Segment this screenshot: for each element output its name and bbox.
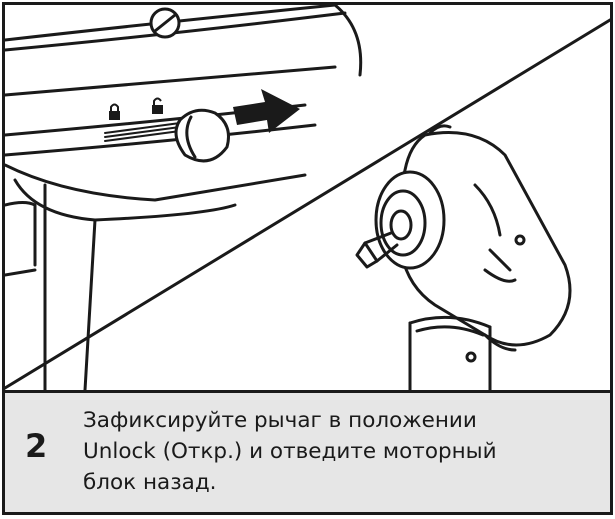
lever-knob [174, 108, 230, 163]
mixer-column [408, 315, 492, 390]
step-text-line: блок назад. [83, 470, 217, 495]
inset-divider [5, 18, 610, 390]
instruction-illustration [5, 5, 610, 390]
step-text-line: Зафиксируйте рычаг в положении [83, 408, 477, 433]
arrow-right-icon [233, 89, 300, 133]
step-text-line: Unlock (Откр.) и отведите моторный [83, 439, 497, 464]
lock-open-icon [152, 97, 163, 114]
motor-head [355, 124, 572, 352]
step-instruction-text: Зафиксируйте рычаг в положении Unlock (О… [83, 405, 593, 498]
instruction-caption: 2 Зафиксируйте рычаг в положении Unlock … [5, 390, 610, 512]
lever-slot [104, 122, 181, 142]
step-number: 2 [25, 427, 48, 465]
lever-detail-inset [5, 5, 363, 390]
lock-closed-icon [109, 103, 120, 120]
